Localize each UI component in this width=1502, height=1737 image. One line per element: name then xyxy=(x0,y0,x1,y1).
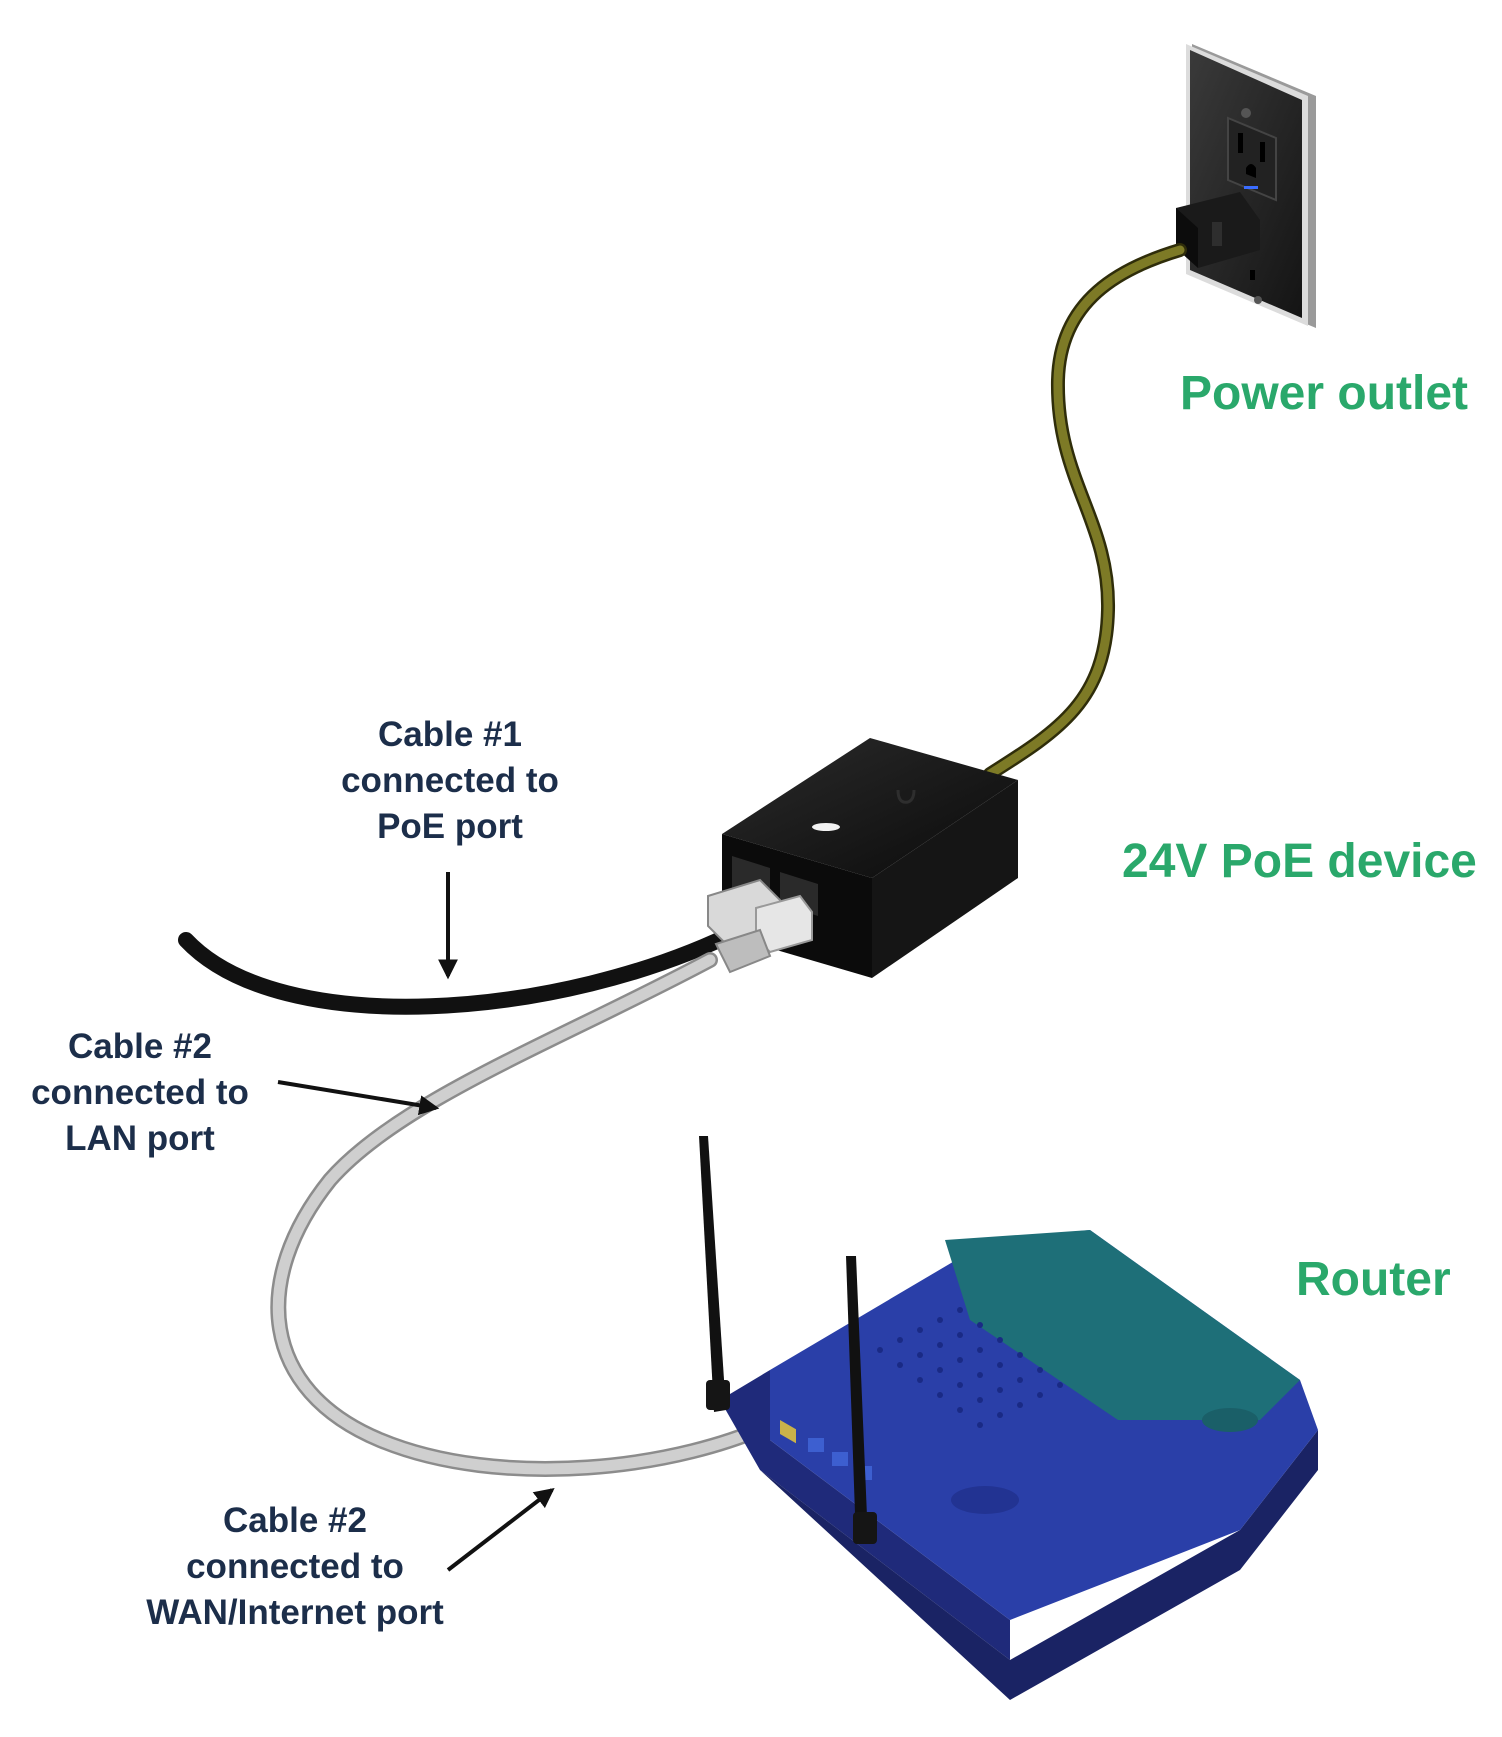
cable-2-wan-note-line2: connected to xyxy=(186,1547,404,1586)
poe-device-label: 24V PoE device xyxy=(1122,835,1477,888)
cable-2-lan-note-line3: LAN port xyxy=(65,1119,215,1158)
cable-1-note: Cable #1 connected to PoE port xyxy=(300,712,600,850)
power-outlet-icon xyxy=(1176,44,1316,328)
cable-2-lan-note-line2: connected to xyxy=(31,1073,249,1112)
arrow-cable-2-wan-icon xyxy=(446,1487,555,1572)
cable-1-note-line2: connected to xyxy=(341,761,559,800)
cable-2-wan-note-line1: Cable #2 xyxy=(223,1501,367,1540)
cable-2-lan-note-line1: Cable #2 xyxy=(68,1027,212,1066)
power-cord xyxy=(983,243,1187,781)
cable-2-lan-note: Cable #2 connected to LAN port xyxy=(0,1024,280,1162)
arrow-cable-2-lan-icon xyxy=(277,1080,440,1116)
power-outlet-label: Power outlet xyxy=(1180,367,1469,420)
router-label: Router xyxy=(1296,1253,1451,1306)
cable-1-note-line1: Cable #1 xyxy=(378,715,522,754)
cable-2-wan-note: Cable #2 connected to WAN/Internet port xyxy=(110,1498,480,1636)
cable-1 xyxy=(178,922,748,1015)
cable-2 xyxy=(270,952,788,1477)
cable-2-wan-note-line3: WAN/Internet port xyxy=(146,1593,444,1632)
cable-1-note-line3: PoE port xyxy=(377,807,523,846)
router-icon xyxy=(699,1136,1318,1700)
poe-injector-icon xyxy=(707,738,1018,978)
